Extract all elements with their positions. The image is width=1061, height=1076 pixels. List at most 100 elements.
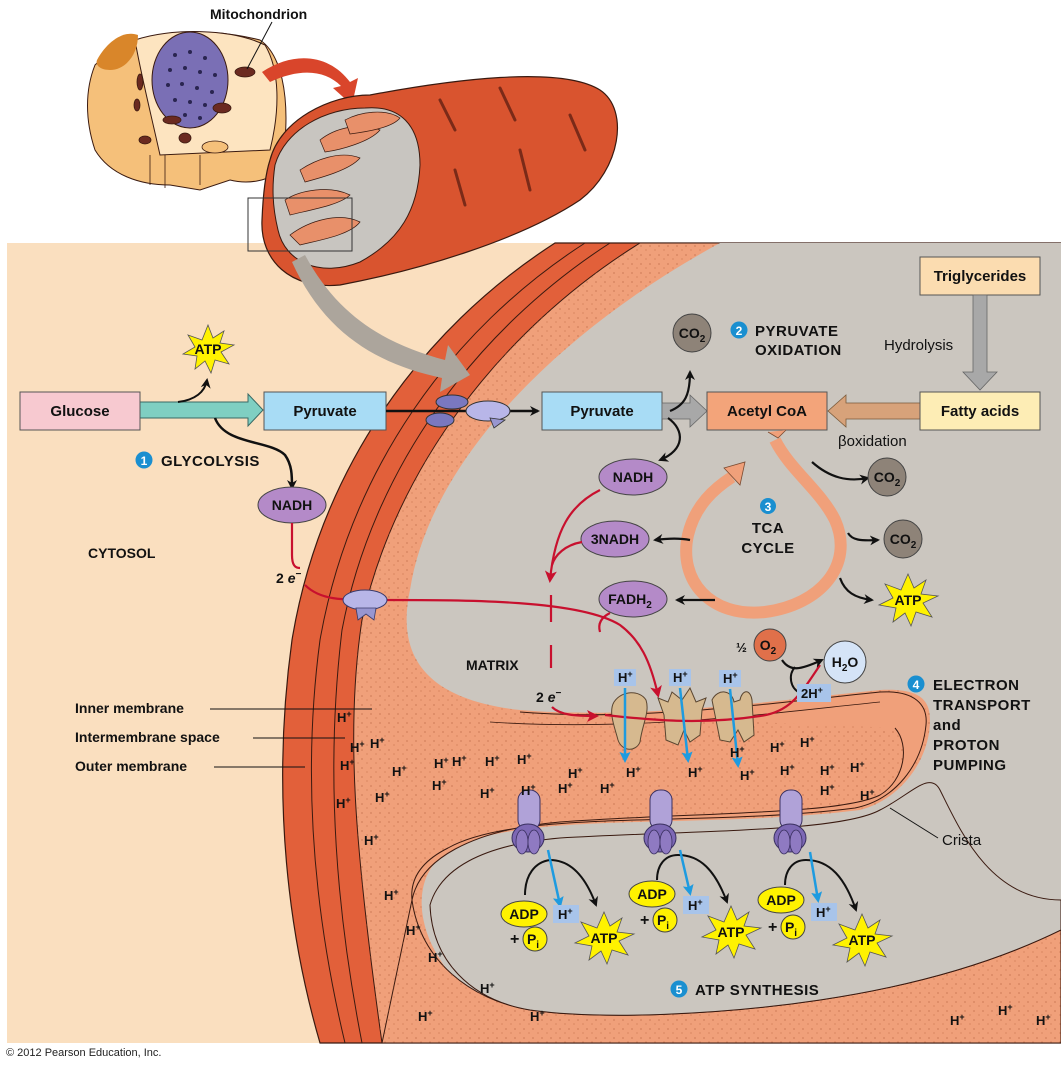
svg-text:ADP: ADP bbox=[766, 892, 796, 908]
pyruvate-cytosol-label: Pyruvate bbox=[293, 403, 356, 420]
atp-synthases bbox=[511, 789, 807, 855]
svg-text:3NADH: 3NADH bbox=[591, 531, 639, 547]
proton-label: H+ bbox=[1036, 1012, 1051, 1028]
svg-text:TRANSPORT: TRANSPORT bbox=[933, 697, 1031, 714]
svg-text:OXIDATION: OXIDATION bbox=[755, 342, 842, 359]
svg-text:FADH2: FADH2 bbox=[608, 591, 652, 611]
cytosol-label: CYTOSOL bbox=[88, 545, 156, 561]
beta-oxidation-label: βoxidation bbox=[838, 433, 907, 450]
proton-label: H+ bbox=[392, 763, 407, 779]
crista-label: Crista bbox=[942, 832, 982, 849]
proton-label: H+ bbox=[384, 887, 399, 903]
nadh-label: NADH bbox=[272, 497, 312, 513]
svg-text:TCA: TCA bbox=[752, 520, 784, 537]
svg-text:+: + bbox=[768, 919, 777, 936]
step-badge-4 bbox=[907, 675, 925, 693]
proton-label: H+ bbox=[688, 764, 703, 780]
electrons-matrix: 2 e− bbox=[536, 688, 561, 705]
proton-label: H+ bbox=[730, 744, 745, 760]
svg-text:H+: H+ bbox=[688, 897, 703, 913]
inner-matrix-region bbox=[429, 782, 1061, 1016]
electrons-cytosol: 2 e− bbox=[276, 569, 301, 586]
zoom-arrow-grey bbox=[292, 255, 470, 392]
step-badge-1 bbox=[135, 451, 153, 469]
svg-text:H+: H+ bbox=[618, 669, 633, 685]
svg-text:2: 2 bbox=[736, 324, 743, 338]
proton-label: H+ bbox=[336, 795, 351, 811]
glucose-box bbox=[19, 391, 141, 431]
oxygen: O2 bbox=[753, 628, 787, 662]
svg-text:CO2: CO2 bbox=[874, 469, 901, 489]
step-2-pyruvate-oxidation: 2 PYRUVATE OXIDATION bbox=[730, 321, 842, 359]
pyruvate-cytosol-box bbox=[263, 391, 387, 431]
pyruvate-matrix-box bbox=[541, 391, 663, 431]
step-badge-2 bbox=[730, 321, 748, 339]
proton-label: H+ bbox=[740, 767, 755, 783]
half-symbol: ½ bbox=[736, 640, 747, 655]
proton-label: H+ bbox=[626, 764, 641, 780]
mitochondrion-illustration bbox=[247, 76, 619, 287]
co2-tca-1: CO2 bbox=[867, 457, 907, 497]
two-protons bbox=[797, 684, 831, 702]
svg-text:H+: H+ bbox=[723, 670, 738, 686]
water: H2O bbox=[823, 640, 867, 684]
step-3-tca-cycle: 3 TCA CYCLE bbox=[741, 498, 794, 557]
svg-text:PYRUVATE: PYRUVATE bbox=[755, 323, 838, 340]
acetyl-coa-box bbox=[706, 391, 828, 431]
proton-label: H+ bbox=[340, 757, 355, 773]
zoom-region-box bbox=[247, 197, 353, 252]
step-1-glycolysis: 1 GLYCOLYSIS bbox=[135, 451, 260, 470]
proton-label: H+ bbox=[600, 780, 615, 796]
proton-label: H+ bbox=[517, 751, 532, 767]
intermembrane-space-label: Intermembrane space bbox=[75, 729, 220, 745]
svg-text:Pi: Pi bbox=[527, 931, 539, 951]
svg-text:and: and bbox=[933, 717, 961, 734]
mitochondrion-label: Mitochondrion bbox=[210, 6, 307, 22]
fadh2: FADH2 bbox=[598, 580, 668, 618]
svg-text:Pi: Pi bbox=[785, 919, 797, 939]
svg-text:+: + bbox=[640, 912, 649, 929]
proton-label: H+ bbox=[530, 1008, 545, 1024]
step-5-atp-synthesis: 5 ATP SYNTHESIS bbox=[670, 980, 819, 999]
svg-text:O2: O2 bbox=[760, 637, 777, 657]
proton-label: H+ bbox=[432, 777, 447, 793]
glucose-label: Glucose bbox=[50, 403, 109, 420]
matrix-label: MATRIX bbox=[466, 657, 519, 673]
svg-text:ELECTRON: ELECTRON bbox=[933, 677, 1020, 694]
proton-label: H+ bbox=[485, 753, 500, 769]
svg-text:5: 5 bbox=[676, 983, 683, 997]
proton-label: H+ bbox=[375, 789, 390, 805]
proton-label: H+ bbox=[521, 782, 536, 798]
proton-label: H+ bbox=[800, 734, 815, 750]
triglycerides-label: Triglycerides bbox=[934, 268, 1027, 285]
nadh-matrix: NADH bbox=[598, 458, 668, 496]
svg-text:ADP: ADP bbox=[509, 906, 539, 922]
proton-label: H+ bbox=[452, 753, 467, 769]
proton-label: H+ bbox=[568, 765, 583, 781]
proton-label: H+ bbox=[337, 709, 352, 725]
svg-text:4: 4 bbox=[913, 678, 920, 692]
svg-text:3: 3 bbox=[765, 500, 772, 514]
svg-text:ATP: ATP bbox=[849, 932, 876, 948]
svg-text:+: + bbox=[510, 931, 519, 948]
proton-label: H+ bbox=[558, 780, 573, 796]
step-title: GLYCOLYSIS bbox=[161, 453, 260, 470]
svg-text:H+: H+ bbox=[673, 669, 688, 685]
svg-text:ADP: ADP bbox=[637, 886, 667, 902]
proton-label: H+ bbox=[860, 787, 875, 803]
svg-text:CYCLE: CYCLE bbox=[741, 540, 794, 557]
svg-text:PROTON: PROTON bbox=[933, 737, 1000, 754]
glycolysis-arrow bbox=[139, 392, 264, 428]
svg-text:H+: H+ bbox=[558, 906, 573, 922]
co2-pyruvate-oxidation: CO2 bbox=[672, 313, 712, 353]
atp-synthesis-group-3: ADP H+ + Pi ATP bbox=[757, 851, 894, 968]
step-badge-3 bbox=[760, 498, 776, 514]
pyruvate-transporter bbox=[425, 394, 511, 429]
svg-text:NADH: NADH bbox=[613, 469, 653, 485]
proton-label: H+ bbox=[428, 949, 443, 965]
svg-text:CO2: CO2 bbox=[679, 325, 706, 345]
svg-text:2H+: 2H+ bbox=[801, 685, 823, 701]
proton-label: H+ bbox=[406, 922, 421, 938]
proton-label: H+ bbox=[998, 1002, 1013, 1018]
